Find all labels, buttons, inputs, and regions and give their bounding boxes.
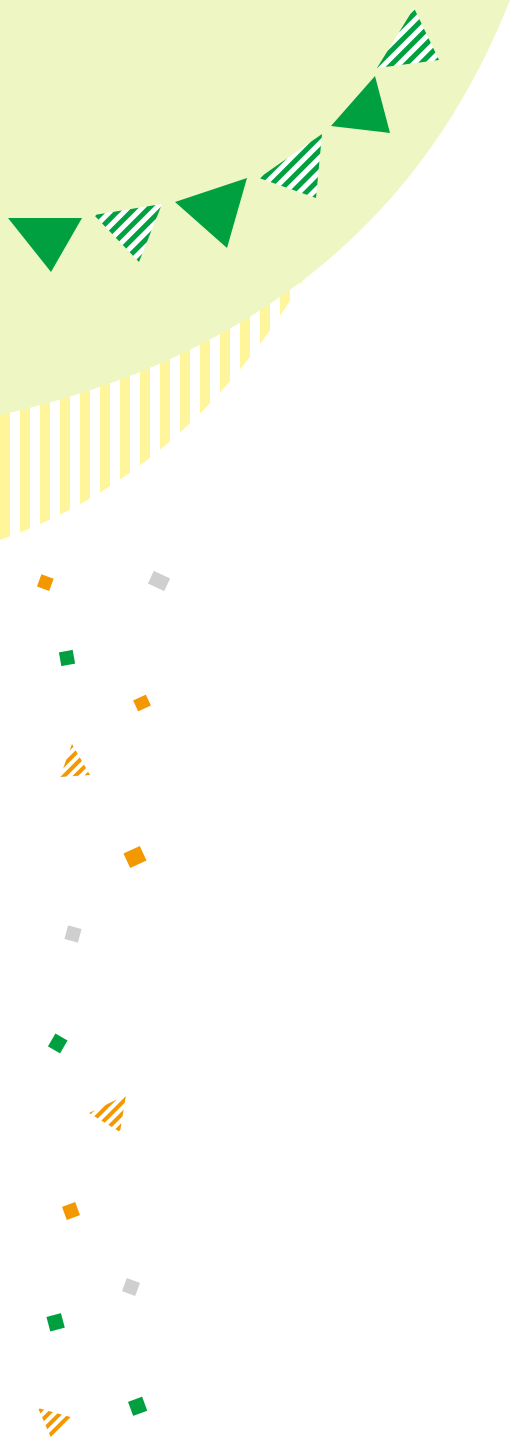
confetti-striped-orange — [89, 1095, 126, 1132]
bunting-garland — [8, 8, 439, 272]
pennant-striped — [377, 8, 439, 68]
green-background-blob — [0, 0, 510, 415]
confetti-orange — [133, 694, 151, 712]
confetti-orange — [36, 574, 54, 591]
pennant-solid — [331, 76, 390, 133]
confetti-green — [58, 649, 76, 667]
pennant-solid — [175, 178, 247, 248]
confetti-group — [36, 570, 171, 1440]
pennant-striped — [259, 134, 322, 198]
pennant-solid — [8, 218, 82, 272]
confetti-striped-orange — [60, 744, 90, 777]
confetti-orange — [62, 1202, 80, 1220]
confetti-green — [128, 1396, 148, 1416]
confetti-orange — [123, 845, 147, 869]
confetti-green — [46, 1313, 65, 1332]
confetti-striped-orange — [38, 1408, 74, 1440]
confetti-gray — [147, 570, 171, 592]
confetti-gray — [122, 1278, 140, 1296]
confetti-green — [47, 1033, 68, 1054]
confetti-gray — [64, 925, 82, 943]
pennant-striped — [94, 204, 162, 262]
